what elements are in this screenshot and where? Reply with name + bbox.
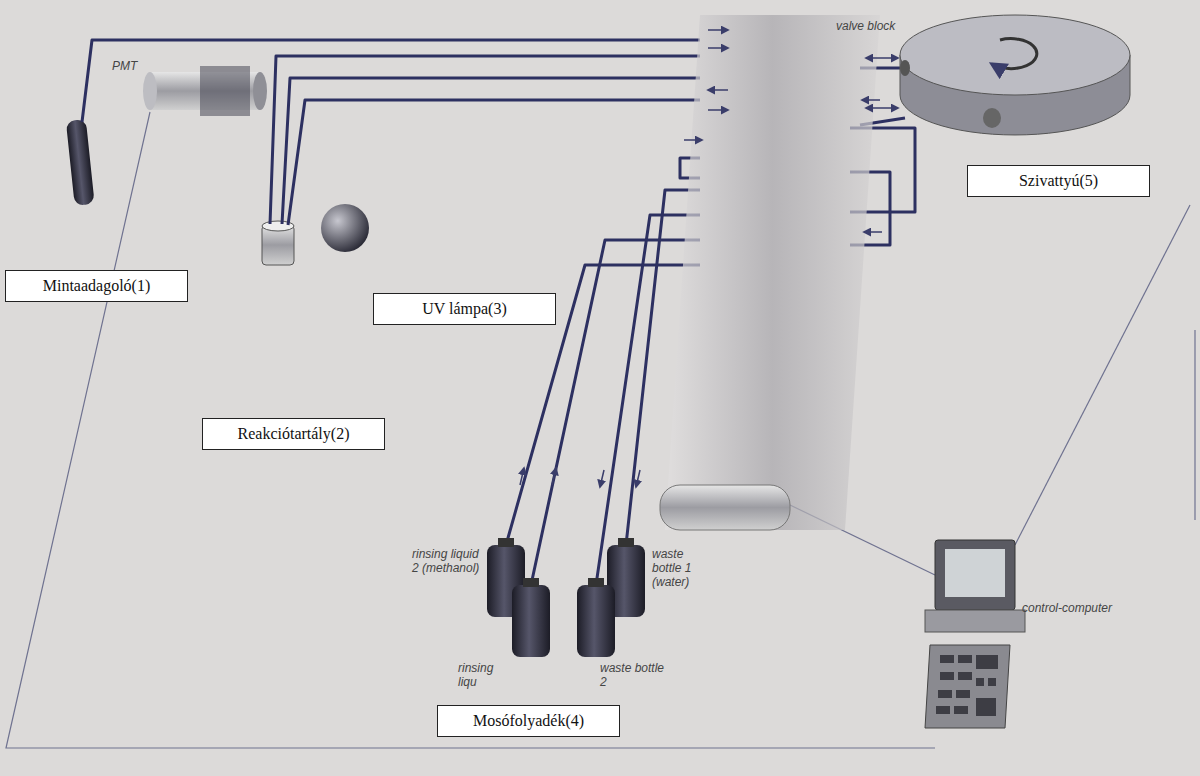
callout-text: Szivattyú(5) [980, 172, 1137, 190]
callout-box: UV lámpa(3) [373, 293, 556, 325]
part-label: PMT [112, 60, 148, 74]
callout-text: Reakciótartály(2) [215, 425, 372, 443]
callout-text: UV lámpa(3) [386, 300, 543, 318]
part-label: control-computer [1022, 602, 1142, 616]
part-label: rinsing liqu [458, 662, 508, 690]
callout-box: Mintaadagoló(1) [5, 270, 188, 302]
callout-box: Szivattyú(5) [967, 165, 1150, 197]
part-label: waste bottle 2 [600, 662, 670, 690]
callout-box: Reakciótartály(2) [202, 418, 385, 450]
part-label: rinsing liquid 2 (methanol) [412, 548, 484, 576]
part-label: waste bottle 1 (water) [652, 548, 714, 589]
part-label: valve block [836, 20, 926, 34]
callout-box: Mosófolyadék(4) [437, 705, 620, 737]
callout-text: Mintaadagoló(1) [18, 277, 175, 295]
callout-text: Mosófolyadék(4) [450, 712, 607, 730]
